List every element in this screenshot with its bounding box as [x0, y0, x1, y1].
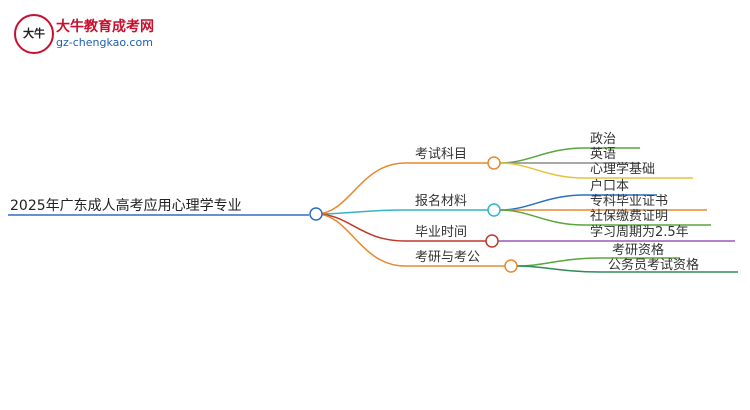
site-logo[interactable]: 大牛 大牛教育成考网 gz-chengkao.com — [14, 14, 184, 56]
connector-branch-2-child-3 — [499, 209, 711, 226]
leaf-study-period[interactable]: 学习周期为2.5年 — [590, 225, 689, 240]
logo-url: gz-chengkao.com — [56, 36, 153, 49]
branch-4-node-dot — [504, 259, 518, 273]
leaf-household-register[interactable]: 户口本 — [590, 179, 630, 194]
leaf-postgrad-eligibility[interactable]: 考研资格 — [612, 243, 665, 258]
root-node-dot — [309, 207, 323, 221]
leaf-social-security-proof[interactable]: 社保缴费证明 — [590, 209, 669, 224]
branch-postgrad-civil-service[interactable]: 考研与考公 — [415, 250, 481, 265]
connector-root-branch-3 — [315, 213, 492, 242]
leaf-civil-service-eligibility[interactable]: 公务员考试资格 — [608, 258, 700, 273]
connector-root-branch-1 — [315, 162, 493, 215]
leaf-diploma-certificate[interactable]: 专科毕业证书 — [590, 194, 669, 209]
branch-graduation-time[interactable]: 毕业时间 — [415, 225, 468, 240]
leaf-politics[interactable]: 政治 — [590, 132, 617, 147]
connector-branch-4-child-2 — [516, 265, 738, 273]
bull-logo-icon: 大牛 — [14, 14, 54, 54]
branch-2-node-dot — [487, 203, 501, 217]
logo-title: 大牛教育成考网 — [56, 19, 154, 35]
branch-3-node-dot — [485, 234, 499, 248]
leaf-english[interactable]: 英语 — [590, 147, 617, 162]
connector-branch-1-child-3 — [499, 162, 693, 179]
connector-root-branch-2 — [315, 209, 493, 215]
leaf-psychology-basics[interactable]: 心理学基础 — [590, 162, 656, 177]
branch-1-node-dot — [487, 156, 501, 170]
root-topic[interactable]: 2025年广东成人高考应用心理学专业 — [10, 198, 242, 214]
branch-exam-subjects[interactable]: 考试科目 — [415, 147, 468, 162]
connector-root-branch-4 — [315, 213, 510, 267]
branch-application-materials[interactable]: 报名材料 — [415, 194, 468, 209]
connector-branch-1-child-1 — [499, 147, 640, 164]
